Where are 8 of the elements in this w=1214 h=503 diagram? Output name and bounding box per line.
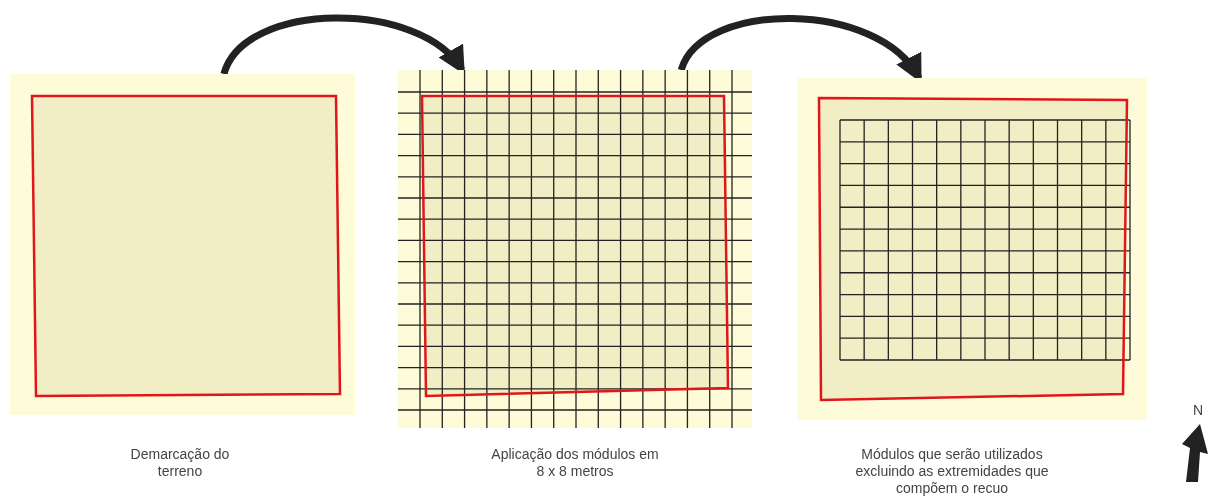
curved-arrow xyxy=(220,14,466,76)
node-label: Módulos que serão utilizados excluindo as extremidades que compõem o recuo xyxy=(854,446,1050,497)
node-label: Aplicação dos módulos em 8 x 8 metros xyxy=(490,446,660,480)
site-plan-drawing xyxy=(398,70,752,428)
site-plan-drawing xyxy=(10,74,355,415)
node-label: Demarcação do terreno xyxy=(129,446,231,480)
north-label: N xyxy=(1191,402,1205,419)
site-plan-drawing xyxy=(797,78,1147,420)
